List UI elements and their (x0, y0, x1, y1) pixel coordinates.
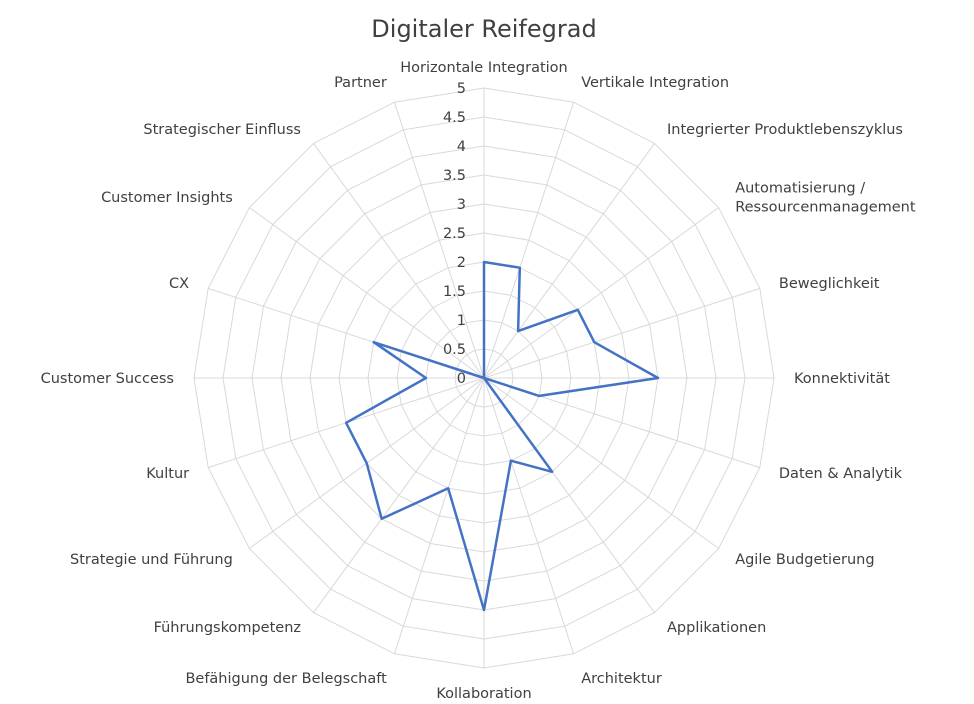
category-label-line: Kollaboration (436, 686, 531, 702)
category-label: CX (169, 276, 189, 292)
series-line (344, 260, 660, 612)
category-label-line: Architektur (581, 671, 662, 687)
category-label: Customer Insights (101, 190, 233, 206)
radial-tick-label: 2 (457, 255, 466, 271)
radial-tick-label: 1 (457, 313, 466, 329)
category-label: Kollaboration (436, 686, 531, 702)
chart-title: Digitaler Reifegrad (371, 15, 596, 43)
category-label-line: Horizontale Integration (400, 60, 567, 76)
category-label-line: Ressourcenmanagement (735, 200, 916, 216)
category-label-line: Agile Budgetierung (735, 552, 874, 568)
category-label-line: Befähigung der Belegschaft (185, 671, 387, 687)
radial-tick-label: 3.5 (443, 168, 466, 184)
radial-tick-label: 5 (457, 81, 466, 97)
category-label: Integrierter Produktlebenszyklus (667, 122, 903, 138)
category-label: Partner (334, 75, 387, 91)
category-label-line: Kultur (146, 466, 189, 482)
radial-tick-label: 0 (457, 371, 466, 387)
category-label: Applikationen (667, 620, 766, 636)
category-label: Automatisierung / Ressourcenmanagement (735, 181, 916, 216)
radial-tick-label: 4 (457, 139, 466, 155)
tick-labels: 0 0.5 1 1.5 2 2.5 3 3.5 4 4.5 5 (443, 81, 466, 387)
category-label: Beweglichkeit (779, 276, 880, 292)
grid-ring (280, 174, 688, 582)
category-label-line: Strategischer Einfluss (143, 122, 301, 138)
grid-ring (396, 290, 572, 466)
category-label-line: Beweglichkeit (779, 276, 880, 292)
grid-ring (425, 319, 543, 437)
radial-tick-label: 2.5 (443, 226, 466, 242)
category-label-line: Integrierter Produktlebenszyklus (667, 122, 903, 138)
category-label: Konnektivität (794, 371, 890, 387)
grid-ring (193, 87, 775, 669)
radial-tick-label: 3 (457, 197, 466, 213)
category-label-line: Automatisierung / (735, 181, 865, 197)
grid-ring (338, 232, 630, 524)
category-label: Architektur (581, 671, 662, 687)
category-label-line: Partner (334, 75, 387, 91)
category-label: Kultur (146, 466, 189, 482)
category-label: Customer Success (41, 371, 174, 387)
category-label-line: Führungskompetenz (154, 620, 301, 636)
category-label-line: Konnektivität (794, 371, 890, 387)
category-label: Agile Budgetierung (735, 552, 874, 568)
category-label: Befähigung der Belegschaft (185, 671, 387, 687)
series-layer (344, 260, 660, 612)
grid-ring (222, 116, 746, 640)
category-label-line: Customer Insights (101, 190, 233, 206)
grid-ring (454, 348, 514, 408)
category-label: Daten & Analytik (779, 466, 903, 482)
category-label: Horizontale Integration (400, 60, 567, 76)
category-label-line: Daten & Analytik (779, 466, 903, 482)
radial-tick-label: 0.5 (443, 342, 466, 358)
grid-ring (309, 203, 659, 553)
category-label-line: Strategie und Führung (70, 552, 233, 568)
category-label-line: CX (169, 276, 189, 292)
category-label: Strategischer Einfluss (143, 122, 301, 138)
category-label: Führungskompetenz (154, 620, 301, 636)
radial-tick-label: 1.5 (443, 284, 466, 300)
category-label-line: Applikationen (667, 620, 766, 636)
radial-tick-label: 4.5 (443, 110, 466, 126)
category-label: Strategie und Führung (70, 552, 233, 568)
category-label: Vertikale Integration (581, 75, 729, 91)
category-label-line: Customer Success (41, 371, 174, 387)
category-label-line: Vertikale Integration (581, 75, 729, 91)
